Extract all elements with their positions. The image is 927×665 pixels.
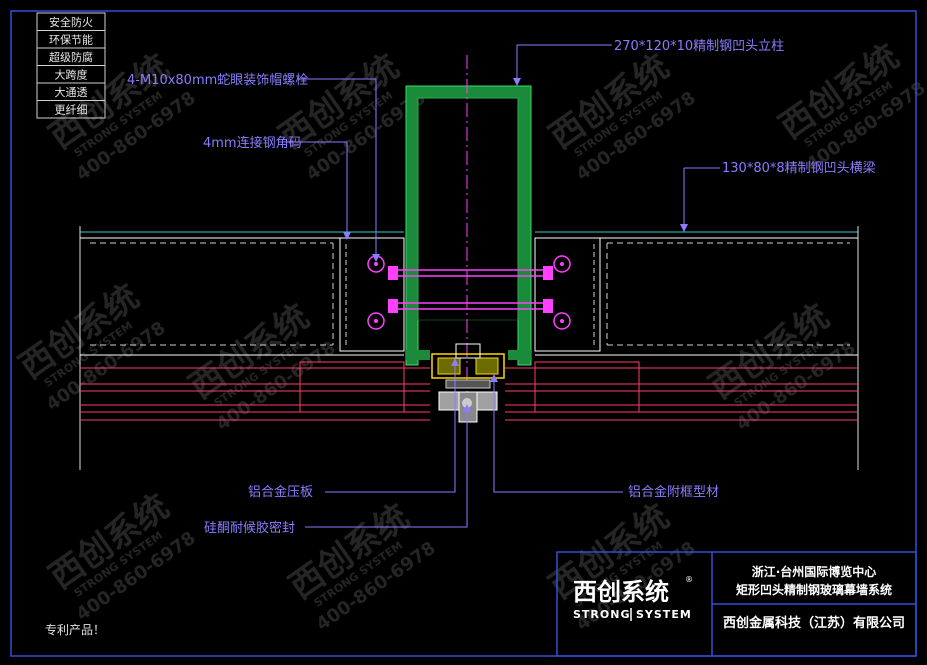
label-cover-plate: 铝合金压板 bbox=[248, 484, 313, 500]
beam-left bbox=[80, 237, 404, 356]
watermark-6: 西创系统 STRONG SYSTEM 400-860-6978 bbox=[182, 297, 339, 436]
patent-note: 专利产品！ bbox=[45, 622, 105, 637]
aluminum-profile bbox=[431, 343, 505, 423]
feature-item-2: 超级防腐 bbox=[49, 50, 93, 64]
watermark-3: 西创系统 STRONG SYSTEM 400-860-6978 bbox=[542, 47, 699, 186]
feature-item-0: 安全防火 bbox=[49, 15, 93, 29]
beam-right bbox=[535, 237, 858, 356]
project-line1: 浙江·台州国际博览中心 bbox=[752, 564, 877, 579]
label-bolt: 4-M10x80mm蛇眼装饰帽螺栓 bbox=[127, 72, 308, 88]
feature-item-4: 大通透 bbox=[55, 85, 88, 99]
watermark-9: 西创系统 STRONG SYSTEM 400-860-6978 bbox=[282, 497, 439, 636]
glass-panels bbox=[80, 361, 858, 421]
label-sub-frame: 铝合金附框型材 bbox=[628, 484, 719, 500]
steel-angle-right bbox=[534, 237, 601, 352]
features-table: 安全防火 环保节能 超级防腐 大跨度 大通透 更纤细 bbox=[36, 12, 106, 119]
steel-column bbox=[405, 85, 532, 366]
title-block: 西创系统 ® STRONG SYSTEM 浙江·台州国际博览中心 矩形凹头精制钢… bbox=[556, 551, 917, 657]
feature-item-3: 大跨度 bbox=[55, 68, 88, 82]
logo-en-right: SYSTEM bbox=[636, 608, 692, 621]
steel-angle-left bbox=[339, 237, 405, 352]
bolts bbox=[388, 266, 553, 313]
outer-frame bbox=[10, 10, 917, 657]
label-beam: 130*80*8精制钢凹头横梁 bbox=[722, 161, 876, 176]
watermark-8: 西创系统 STRONG SYSTEM 400-860-6978 bbox=[42, 487, 199, 626]
label-angle: 4mm连接钢角码 bbox=[203, 135, 302, 151]
logo-en-left: STRONG bbox=[573, 608, 630, 621]
project-line2: 矩形凹头精制钢玻璃幕墙系统 bbox=[735, 582, 892, 597]
leader-arrows bbox=[343, 78, 688, 412]
label-sealant: 硅酮耐候胶密封 bbox=[204, 520, 295, 536]
feature-item-1: 环保节能 bbox=[49, 33, 93, 47]
logo-cn: 西创系统 bbox=[573, 578, 669, 606]
watermarks: 西创系统 STRONG SYSTEM 400-860-6978 西创系统 STR… bbox=[12, 37, 927, 636]
watermark-7: 西创系统 STRONG SYSTEM 400-860-6978 bbox=[702, 297, 859, 436]
leader-lines bbox=[285, 44, 720, 528]
company-name: 西创金属科技（江苏）有限公司 bbox=[723, 615, 905, 631]
label-column: 270*120*10精制钢凹头立柱 bbox=[614, 39, 784, 54]
watermark-4: 西创系统 STRONG SYSTEM 400-860-6978 bbox=[772, 37, 927, 176]
registered-mark: ® bbox=[685, 575, 693, 584]
bolt-heads bbox=[367, 255, 571, 330]
feature-item-5: 更纤细 bbox=[55, 104, 88, 117]
